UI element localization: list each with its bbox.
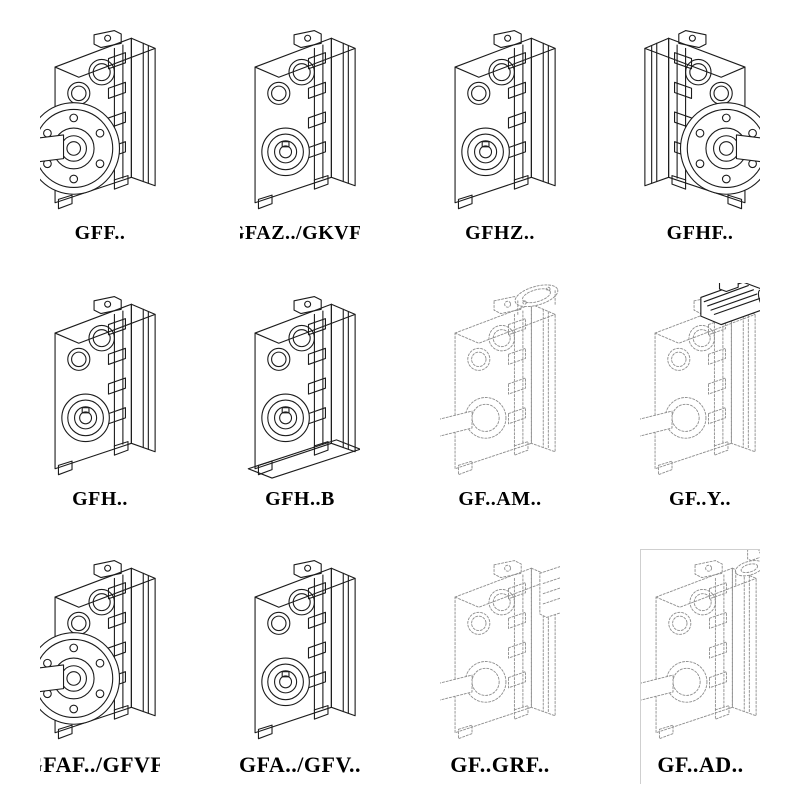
gearbox-model-label: GF..AD.. [657,751,744,777]
gearbox-model-label: GFAF../GFVF.. [40,751,160,777]
gearbox-model-label: GF..AM.. [458,488,542,511]
gearbox-adapter-phantom-drawing-icon [440,282,560,476]
gearbox-model-label: GFH..B [265,488,335,511]
gearbox-cell: GFA../GFV.. [240,549,360,784]
gearbox-model-label: GFHF.. [666,221,734,244]
gearbox-model-label: GFHZ.. [465,221,535,244]
gearbox-cell: GFAZ../GKVF.. [240,16,360,251]
gearbox-cell: GFH.. [40,283,160,518]
gearbox-bore-drawing-icon [454,29,556,209]
gearbox-flange-drawing-icon [40,29,156,209]
gearbox-bore-drawing-icon [254,560,356,740]
gearbox-flange-mirrored-drawing-icon [644,29,760,209]
gearbox-bore-drawing-icon [254,29,356,209]
gearbox-model-label: GFAZ../GKVF.. [240,221,360,244]
gearbox-cover-phantom-drawing-icon [440,560,560,740]
gearbox-cell: GFAF../GFVF.. [40,549,160,784]
gearbox-cell: GFHF.. [640,16,760,251]
gearbox-input-shaft-phantom-drawing-icon [641,550,760,740]
gearbox-model-label: GFA../GFV.. [240,751,360,777]
gearbox-model-label: GF..Y.. [668,488,732,511]
gearbox-model-label: GFF.. [74,221,126,244]
gearbox-bore-base-drawing-icon [247,296,360,479]
gearbox-cell: GF..Y.. [640,282,760,518]
gearbox-cell: GFF.. [40,16,160,251]
gearbox-cell: GFHZ.. [440,16,560,251]
gearbox-model-label: GFH.. [72,488,128,511]
gearbox-bore-drawing-icon [54,296,156,476]
gearbox-cell: GF..AD.. [640,549,760,784]
gearbox-model-label: GF..GRF.. [450,751,550,777]
gearbox-cell: GF..GRF.. [440,549,560,784]
gearbox-cell: GFH..B [240,283,360,518]
gearbox-flange-drawing-icon [40,560,156,740]
gearbox-motor-phantom-drawing-icon [640,282,760,476]
gearbox-cell: GF..AM.. [440,282,560,518]
